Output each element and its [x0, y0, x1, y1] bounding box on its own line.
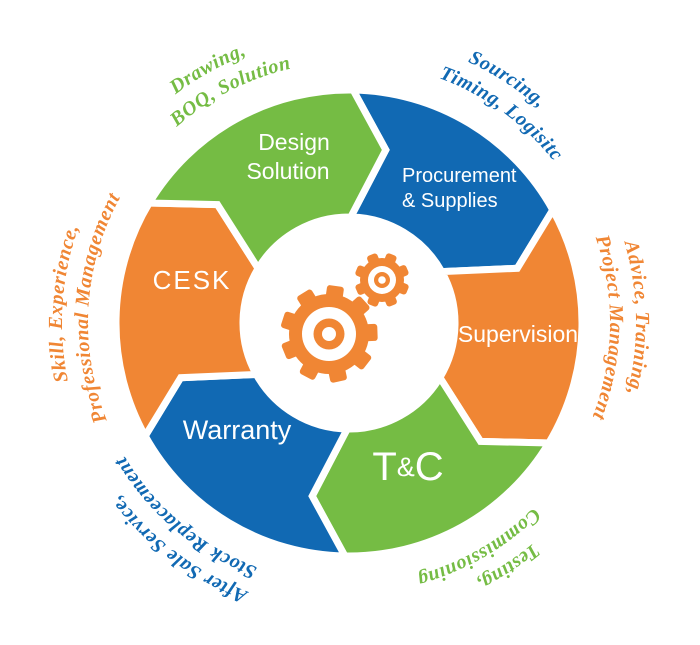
segment-t-and-c: [308, 370, 555, 560]
curved-text-advice-training-project-management-line2: Project Management: [587, 231, 626, 424]
gear-small-icon-tooth: [367, 293, 381, 307]
gear-small-icon-tooth: [355, 265, 369, 279]
gear-small-icon-tooth: [384, 293, 397, 307]
gear-small-icon-tooth: [355, 282, 369, 295]
label-supervision: Supervision: [458, 321, 578, 347]
gear-large-icon-tooth: [281, 339, 300, 360]
gear-large-icon-tooth: [362, 323, 378, 342]
label-procurement-supplies-line1: Procurement: [402, 165, 517, 187]
label-design-solution-line1: Design: [258, 129, 330, 155]
gear-large-icon-tooth: [281, 311, 299, 331]
gear-large-icon-tooth: [351, 349, 372, 370]
gear-large-icon-tooth: [299, 361, 320, 380]
gear-large-icon: [281, 285, 378, 383]
label-amp: &: [397, 452, 415, 482]
gear-small-icon-tooth: [383, 253, 397, 267]
segment-supervision: [435, 203, 586, 447]
gear-small-icon-tooth: [395, 281, 409, 295]
segment-procurement-supplies: [345, 86, 557, 276]
gear-small-icon-tooth: [395, 265, 409, 278]
label-t: T: [372, 445, 396, 489]
gear-large-icon-tooth: [325, 285, 344, 302]
label-design-solution-line2: Solution: [246, 158, 329, 184]
gear-small-icon-tooth: [367, 253, 380, 267]
label-cesk: CESK: [153, 265, 232, 295]
label-procurement-supplies-line2: & Supplies: [402, 190, 498, 212]
segment-cesk: [112, 199, 263, 443]
gear-large-icon-tooth: [349, 296, 370, 317]
segment-warranty: [141, 370, 353, 560]
gear-large-icon-hole: [322, 327, 336, 341]
gear-small-icon: [355, 253, 409, 307]
gears-icon: [281, 253, 409, 383]
curved-label-advice-training-project-management-line2: Project Management: [587, 231, 627, 424]
gear-small-icon-hole: [378, 276, 386, 284]
label-warranty: Warranty: [183, 415, 292, 445]
label-t-and-c: T&C: [372, 445, 443, 489]
gear-large-icon-tooth: [297, 289, 318, 309]
gear-large-icon-tooth: [328, 366, 347, 383]
label-c: C: [415, 445, 444, 489]
segment-design-solution: [143, 86, 390, 276]
